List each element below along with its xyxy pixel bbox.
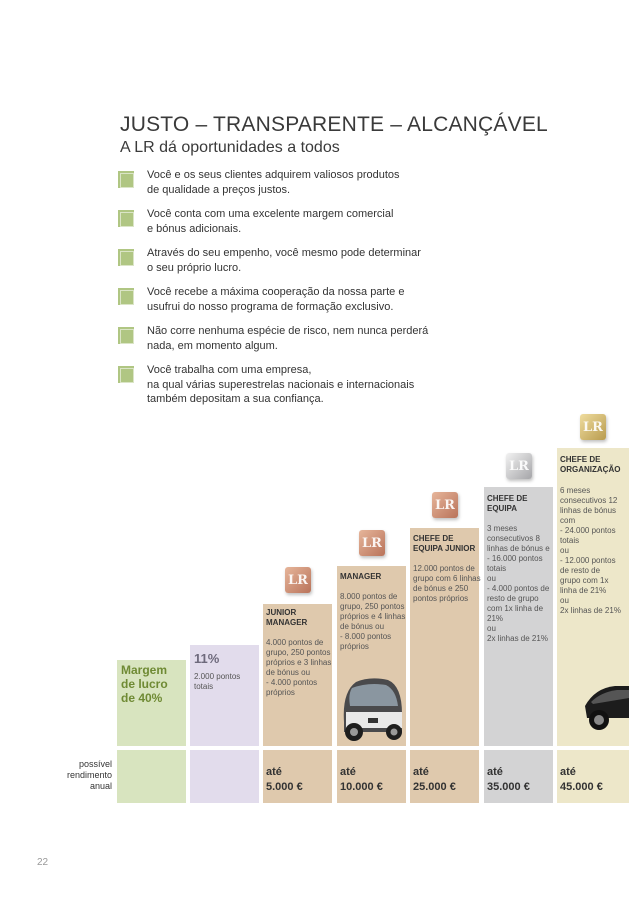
level-column-4	[410, 528, 479, 703]
level-detail: 2.000 pontos totais	[194, 672, 241, 691]
level-column-4-mid	[410, 703, 479, 746]
convertible-car-icon	[585, 686, 629, 730]
lr-logo-icon: LR	[285, 567, 311, 593]
level-base-5	[484, 750, 553, 803]
margin-column-mid	[117, 703, 186, 746]
bullet-item: Não corre nenhuma espécie de risco, nem …	[118, 324, 478, 360]
level-title: JUNIOR MANAGER	[266, 608, 308, 627]
level-column-2	[263, 604, 332, 703]
page-subtitle: A LR dá oportunidades a todos	[120, 139, 340, 156]
page-number: 22	[37, 857, 49, 868]
level-detail: 12.000 pontos de grupo com 6 linhas de b…	[413, 564, 481, 603]
level-column-2-mid	[263, 703, 332, 746]
level-amount: até 45.000 €	[560, 766, 603, 793]
level-detail: 6 meses consecutivos 12 linhas de bónus …	[560, 486, 621, 615]
bullet-item: Através do seu empenho, você mesmo pode …	[118, 246, 478, 282]
level-detail: 4.000 pontos de grupo, 250 pontos própri…	[266, 638, 332, 697]
level-column-6	[557, 448, 629, 703]
bullet-item: Você recebe a máxima cooperação da nossa…	[118, 285, 478, 321]
level-column-5	[484, 487, 553, 703]
margin-column	[117, 660, 186, 703]
bullet-text: Você trabalha com uma empresa, na qual v…	[147, 364, 415, 405]
bullet-item: Você trabalha com uma empresa, na qual v…	[118, 363, 478, 413]
checkbox-icon	[118, 288, 134, 305]
checkbox-icon	[118, 249, 134, 266]
level-amount: até 25.000 €	[413, 766, 456, 793]
bullet-text: Você conta com uma excelente margem come…	[147, 208, 394, 235]
level-column-5-mid	[484, 703, 553, 746]
level-title: MANAGER	[340, 572, 382, 581]
level-detail: 3 meses consecutivos 8 linhas de bónus e…	[487, 524, 550, 643]
level-amount: até 5.000 €	[266, 766, 303, 793]
level-title: CHEFE DE ORGANIZAÇÃO	[560, 455, 621, 474]
checkbox-icon	[118, 366, 134, 383]
level-title: CHEFE DE EQUIPA	[487, 494, 528, 513]
margin-label: Margem de lucro de 40%	[121, 663, 168, 705]
level-column-1-mid	[190, 703, 259, 746]
bullet-text: Você recebe a máxima cooperação da nossa…	[147, 286, 405, 313]
checkbox-icon	[118, 210, 134, 227]
bullet-text: Não corre nenhuma espécie de risco, nem …	[147, 325, 429, 352]
bullet-item: Você e os seus clientes adquirem valioso…	[118, 168, 478, 204]
level-amount: até 10.000 €	[340, 766, 383, 793]
bullet-item: Você conta com uma excelente margem come…	[118, 207, 478, 243]
page-title: JUSTO – TRANSPARENTE – ALCANÇÁVEL	[120, 113, 548, 136]
level-amount: até 35.000 €	[487, 766, 530, 793]
checkbox-icon	[118, 327, 134, 344]
level-base-1	[190, 750, 259, 803]
level-base-3	[337, 750, 406, 803]
margin-base	[117, 750, 186, 803]
lr-logo-icon: LR	[506, 453, 532, 479]
level-base-2	[263, 750, 332, 803]
level-column-1	[190, 645, 259, 703]
checkbox-icon	[118, 171, 134, 188]
bullet-text: Através do seu empenho, você mesmo pode …	[147, 247, 421, 274]
level-percent: 11%	[194, 651, 220, 666]
level-title: CHEFE DE EQUIPA JUNIOR	[413, 534, 476, 553]
bullet-text: Você e os seus clientes adquirem valioso…	[147, 169, 400, 196]
level-base-6	[557, 750, 629, 803]
lr-logo-icon: LR	[580, 414, 606, 440]
smart-car-icon	[343, 678, 402, 741]
lr-logo-icon: LR	[432, 492, 458, 518]
lr-logo-icon: LR	[359, 530, 385, 556]
level-detail: 8.000 pontos de grupo, 250 pontos própri…	[340, 592, 406, 651]
level-base-4	[410, 750, 479, 803]
annual-income-label: possível rendimento anual	[66, 759, 112, 791]
